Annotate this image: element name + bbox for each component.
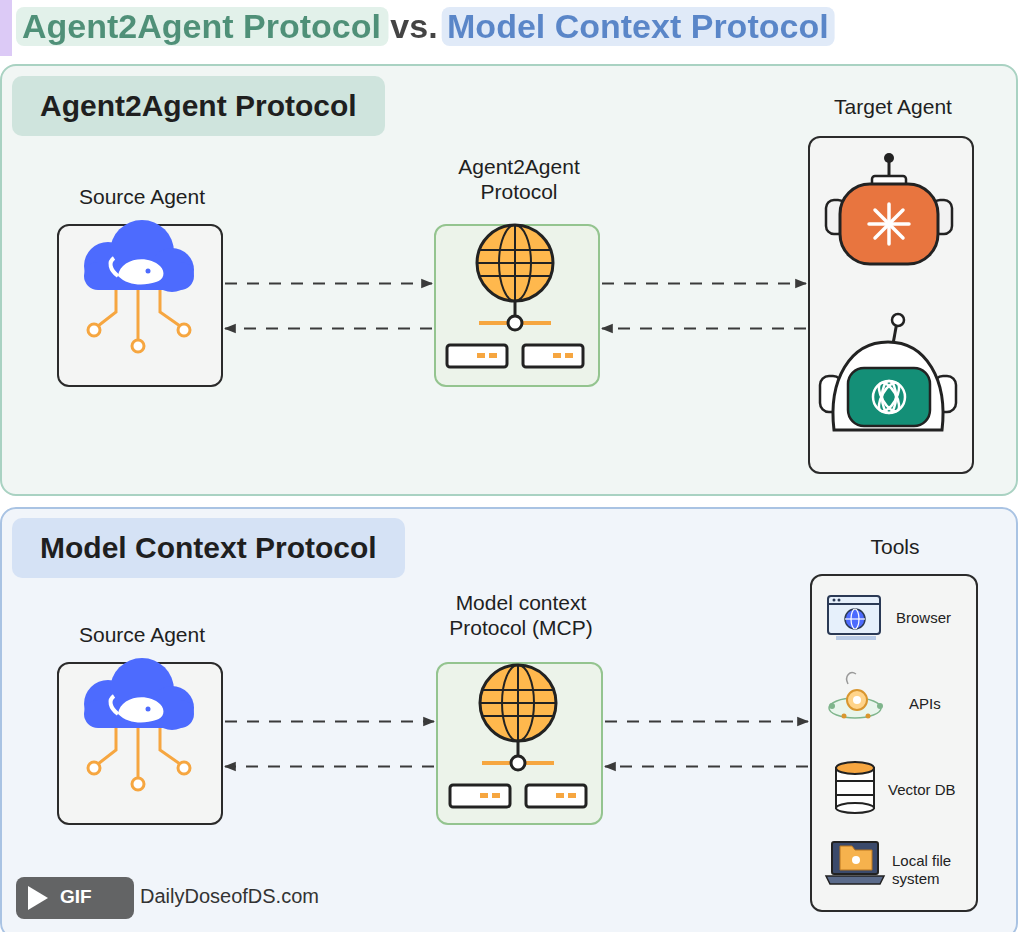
dashed-arrow — [602, 328, 806, 330]
tool-name: Vector DB — [888, 781, 972, 799]
panel-heading: Agent2Agent Protocol — [12, 76, 385, 136]
panel: Agent2Agent ProtocolSource AgentAgent2Ag… — [0, 64, 1018, 496]
dashed-arrow — [605, 766, 808, 768]
box-heading: Source Agent — [37, 184, 247, 209]
tool-name: Local file system — [892, 852, 972, 888]
gif-badge — [16, 877, 134, 919]
robot-openai-icon — [820, 314, 956, 430]
agent-box: Source Agent — [57, 662, 223, 825]
dashed-arrow — [225, 766, 434, 768]
box-heading: Source Agent — [37, 622, 247, 647]
panel-heading: Model Context Protocol — [12, 518, 405, 578]
box-heading: Tools — [790, 534, 1000, 559]
panel: Model Context ProtocolSource AgentModel … — [0, 507, 1018, 932]
api-icon — [829, 673, 883, 719]
agent-box: Source Agent — [57, 224, 223, 387]
badge-text: GIF — [60, 886, 92, 908]
header: Agent2Agent Protocol vs. Model Context P… — [0, 0, 1022, 43]
title: Agent2Agent Protocol vs. Model Context P… — [16, 5, 835, 48]
agent-group-box: Target Agent — [808, 136, 974, 474]
box-heading: Model context Protocol (MCP) — [421, 590, 621, 640]
vector-db-icon — [836, 762, 874, 813]
protocol-box: Model context Protocol (MCP) — [436, 662, 603, 825]
watermark: DailyDoseofDS.com — [140, 885, 319, 908]
dashed-arrow — [605, 721, 808, 723]
accent-bar — [0, 0, 12, 56]
protocol-box: Agent2Agent Protocol — [434, 224, 600, 387]
dashed-arrow — [225, 721, 434, 723]
box-heading: Agent2Agent Protocol — [419, 154, 619, 204]
dashed-arrow — [225, 328, 432, 330]
dashed-arrow — [602, 283, 806, 285]
tools-box: ToolsBrowserAPIsVector DBLocal file syst… — [810, 574, 978, 912]
browser-icon — [828, 596, 880, 640]
tool-name: Browser — [896, 609, 972, 627]
tool-name: APIs — [909, 695, 971, 713]
file-system-icon — [826, 842, 884, 884]
box-heading: Target Agent — [788, 94, 998, 119]
dashed-arrow — [225, 283, 432, 285]
robot-claude-icon — [826, 153, 952, 264]
